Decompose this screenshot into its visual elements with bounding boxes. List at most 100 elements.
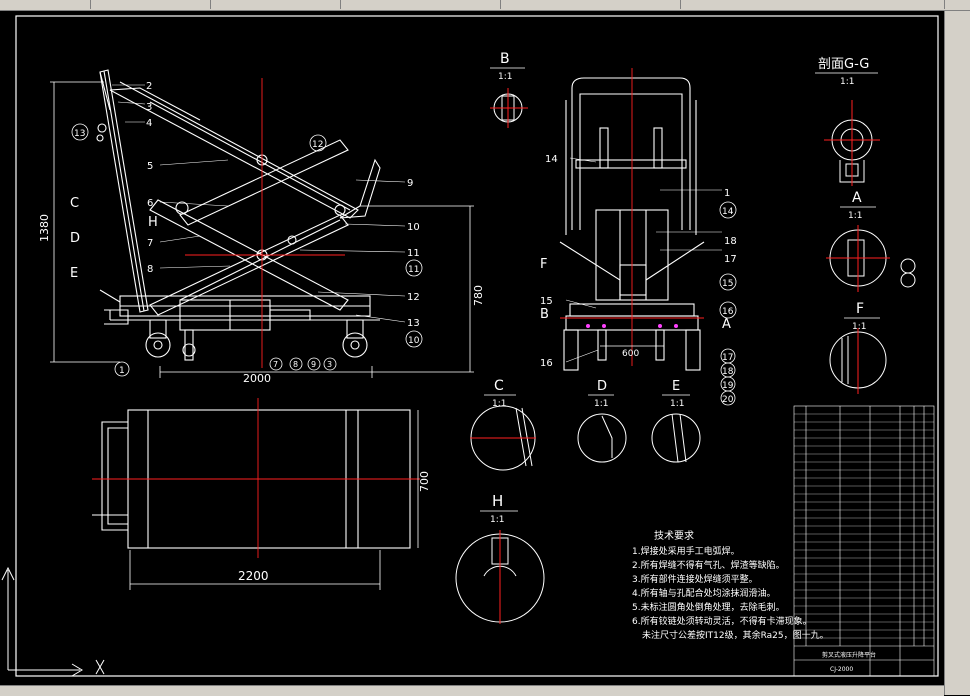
- dim-780: 780: [472, 285, 485, 306]
- svg-text:A: A: [722, 317, 731, 332]
- layout-tabs-bar[interactable]: [0, 685, 944, 696]
- side-dimensions: [50, 81, 474, 378]
- svg-text:6: 6: [147, 198, 153, 209]
- tech-requirements-title: 技术要求: [654, 529, 694, 542]
- toolbar-segment[interactable]: [90, 0, 211, 9]
- svg-text:10: 10: [408, 336, 420, 346]
- side-view: [96, 69, 381, 361]
- svg-text:1:1: 1:1: [594, 399, 608, 409]
- dim-2000: 2000: [243, 372, 271, 385]
- front-circled-callouts: 14 15 16: [719, 201, 737, 319]
- svg-text:B: B: [540, 307, 549, 322]
- svg-text:C: C: [70, 196, 79, 211]
- title-block-name: 剪叉式液压升降平台: [822, 651, 876, 659]
- svg-text:9: 9: [407, 178, 413, 189]
- drawing-border: [15, 15, 939, 677]
- svg-text:17: 17: [724, 254, 737, 265]
- side-circled-callouts: 13 12 11 10 1 7 8 9 3: [71, 123, 423, 377]
- svg-text:D: D: [597, 379, 607, 394]
- plan-centerlines: [92, 398, 420, 558]
- toolbar-segment[interactable]: [500, 0, 681, 9]
- menu-toolbar: [0, 0, 970, 11]
- svg-text:8: 8: [293, 360, 298, 369]
- cad-drawing-canvas[interactable]: 1380 780 2000 2 3 4 5 6 7 8 9 10 11 12 1…: [0, 10, 944, 685]
- svg-text:5: 5: [147, 161, 153, 172]
- svg-text:B: B: [500, 51, 510, 67]
- svg-text:14: 14: [545, 154, 558, 165]
- svg-text:1:1: 1:1: [840, 77, 854, 87]
- svg-text:F: F: [856, 301, 864, 317]
- tech-req-item: 未注尺寸公差按IT12级，其余Ra25，图十九。: [642, 629, 829, 641]
- svg-text:3: 3: [146, 102, 152, 113]
- front-letters: F B A: [540, 257, 731, 332]
- svg-text:1: 1: [119, 366, 125, 376]
- svg-text:1:1: 1:1: [670, 399, 684, 409]
- svg-text:16: 16: [540, 358, 553, 369]
- ucs-icon: [1, 566, 105, 677]
- svg-text:C: C: [494, 378, 504, 394]
- detail-c: C 1:1: [470, 378, 536, 471]
- plan-dimensions: [129, 410, 419, 590]
- toolbar-segment[interactable]: [210, 0, 341, 9]
- svg-text:A: A: [852, 190, 862, 206]
- toolbar-segment[interactable]: [340, 0, 501, 9]
- svg-text:18: 18: [724, 236, 737, 247]
- svg-text:18: 18: [722, 367, 734, 377]
- front-callout-numbers: 14 18 17 15 16 1: [540, 154, 737, 369]
- side-leaders: [112, 84, 406, 323]
- svg-text:D: D: [70, 231, 80, 246]
- svg-text:1:1: 1:1: [492, 399, 506, 409]
- title-block-drawing-no: CJ-2000: [830, 666, 853, 673]
- svg-text:H: H: [148, 215, 158, 230]
- toolbar-segment[interactable]: [680, 0, 945, 9]
- svg-text:1: 1: [724, 188, 730, 199]
- detail-e: E 1:1: [651, 379, 701, 463]
- svg-text:1:1: 1:1: [490, 515, 504, 525]
- dim-1380: 1380: [38, 214, 51, 242]
- svg-text:8: 8: [147, 264, 153, 275]
- tech-req-item: 6.所有铰链处须转动灵活，不得有卡滞现象。: [632, 615, 812, 627]
- side-centerlines: [185, 78, 345, 368]
- right-stack-callouts: 17 18 19 20: [720, 348, 736, 406]
- dim-700: 700: [418, 471, 431, 492]
- svg-text:7: 7: [273, 360, 278, 369]
- dim-2200: 2200: [238, 569, 269, 583]
- svg-text:剖面G-G: 剖面G-G: [818, 57, 869, 72]
- svg-text:11: 11: [407, 248, 420, 259]
- front-centerlines: [560, 68, 704, 366]
- tech-req-item: 4.所有轴与孔配合处均涂抹润滑油。: [632, 587, 776, 599]
- svg-text:F: F: [540, 257, 547, 272]
- svg-text:12: 12: [407, 292, 420, 303]
- svg-text:E: E: [672, 379, 680, 394]
- svg-text:13: 13: [407, 318, 420, 329]
- svg-text:H: H: [492, 492, 503, 510]
- tech-req-item: 1.焊接处采用手工电弧焊。: [632, 545, 740, 557]
- tech-req-item: 3.所有部件连接处焊缝须平整。: [632, 573, 758, 585]
- parts-list-rows: [794, 413, 934, 639]
- svg-text:12: 12: [312, 140, 323, 150]
- detail-section-gg: 剖面G-G 1:1: [815, 57, 880, 186]
- svg-text:14: 14: [722, 207, 734, 217]
- svg-text:17: 17: [722, 353, 733, 363]
- detail-a: A 1:1: [826, 190, 916, 292]
- svg-text:10: 10: [407, 222, 420, 233]
- vertical-scrollbar[interactable]: [944, 11, 970, 695]
- svg-text:15: 15: [722, 279, 733, 289]
- detail-h: H 1:1: [455, 492, 545, 624]
- detail-d: D 1:1: [577, 379, 627, 463]
- svg-text:E: E: [70, 266, 78, 281]
- svg-text:16: 16: [722, 307, 734, 317]
- svg-text:11: 11: [408, 265, 419, 275]
- svg-text:4: 4: [146, 118, 152, 129]
- svg-text:1:1: 1:1: [498, 72, 512, 82]
- front-accents: [586, 324, 678, 328]
- svg-text:19: 19: [722, 381, 734, 391]
- svg-text:7: 7: [147, 238, 153, 249]
- detail-b: B 1:1: [490, 51, 528, 128]
- side-callout-numbers: 2 3 4 5 6 7 8 9 10 11 12 13: [146, 81, 420, 329]
- toolbar-segment[interactable]: [0, 0, 91, 9]
- svg-text:20: 20: [722, 395, 734, 405]
- detail-f: F 1:1: [829, 301, 887, 394]
- tech-req-item: 5.未标注圆角处倒角处理，去除毛刺。: [632, 601, 785, 613]
- svg-text:1:1: 1:1: [848, 211, 862, 221]
